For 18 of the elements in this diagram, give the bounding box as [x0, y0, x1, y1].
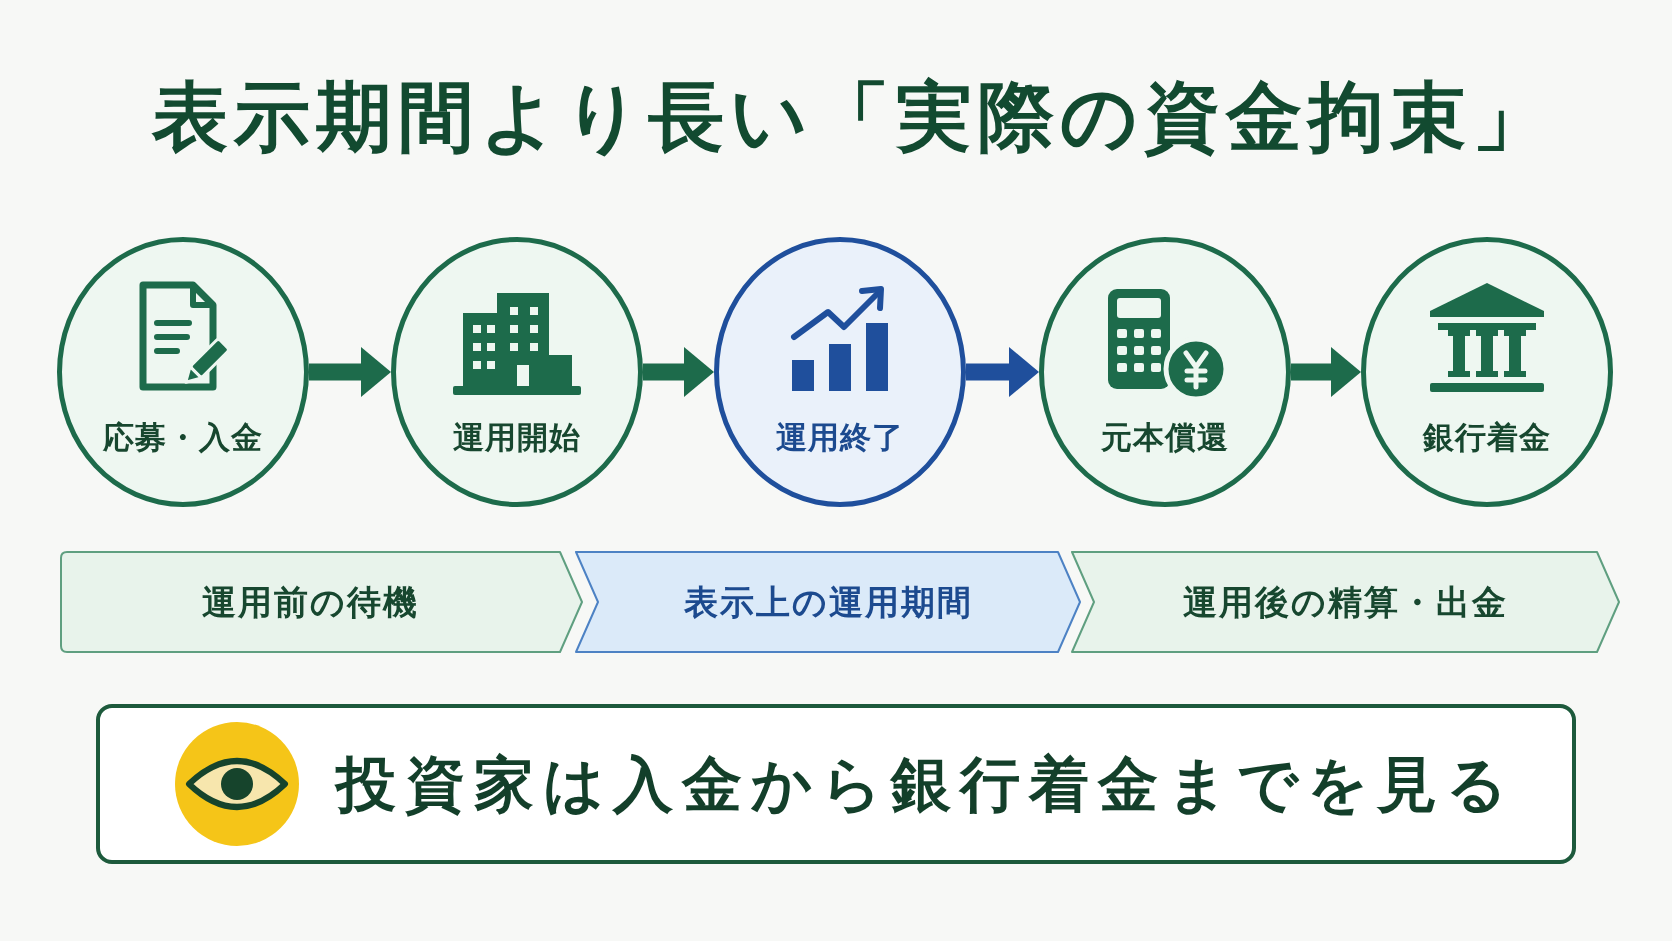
period-segment — [59, 550, 584, 654]
message-box — [96, 704, 1576, 864]
page-title: 表示期間より長い「実際の資金拘束」 — [150, 71, 1555, 163]
message-text: 投資家は入金から銀行着金までを見る — [336, 748, 1516, 821]
arrow — [309, 347, 391, 397]
period-segment — [574, 550, 1082, 654]
step-label: 運用終了 — [776, 418, 904, 457]
step-label: 応募・入金 — [103, 418, 263, 457]
arrow — [1291, 347, 1361, 397]
step-label: 銀行着金 — [1423, 418, 1551, 457]
period-label: 表示上の運用期間 — [683, 581, 973, 624]
period-label: 運用前の待機 — [202, 581, 419, 624]
step-label: 元本償還 — [1101, 418, 1229, 457]
period-label: 運用後の精算・出金 — [1183, 581, 1508, 624]
step-label: 運用開始 — [453, 418, 581, 457]
period-segment — [1070, 550, 1621, 654]
arrow — [643, 347, 714, 397]
arrow — [966, 347, 1039, 397]
